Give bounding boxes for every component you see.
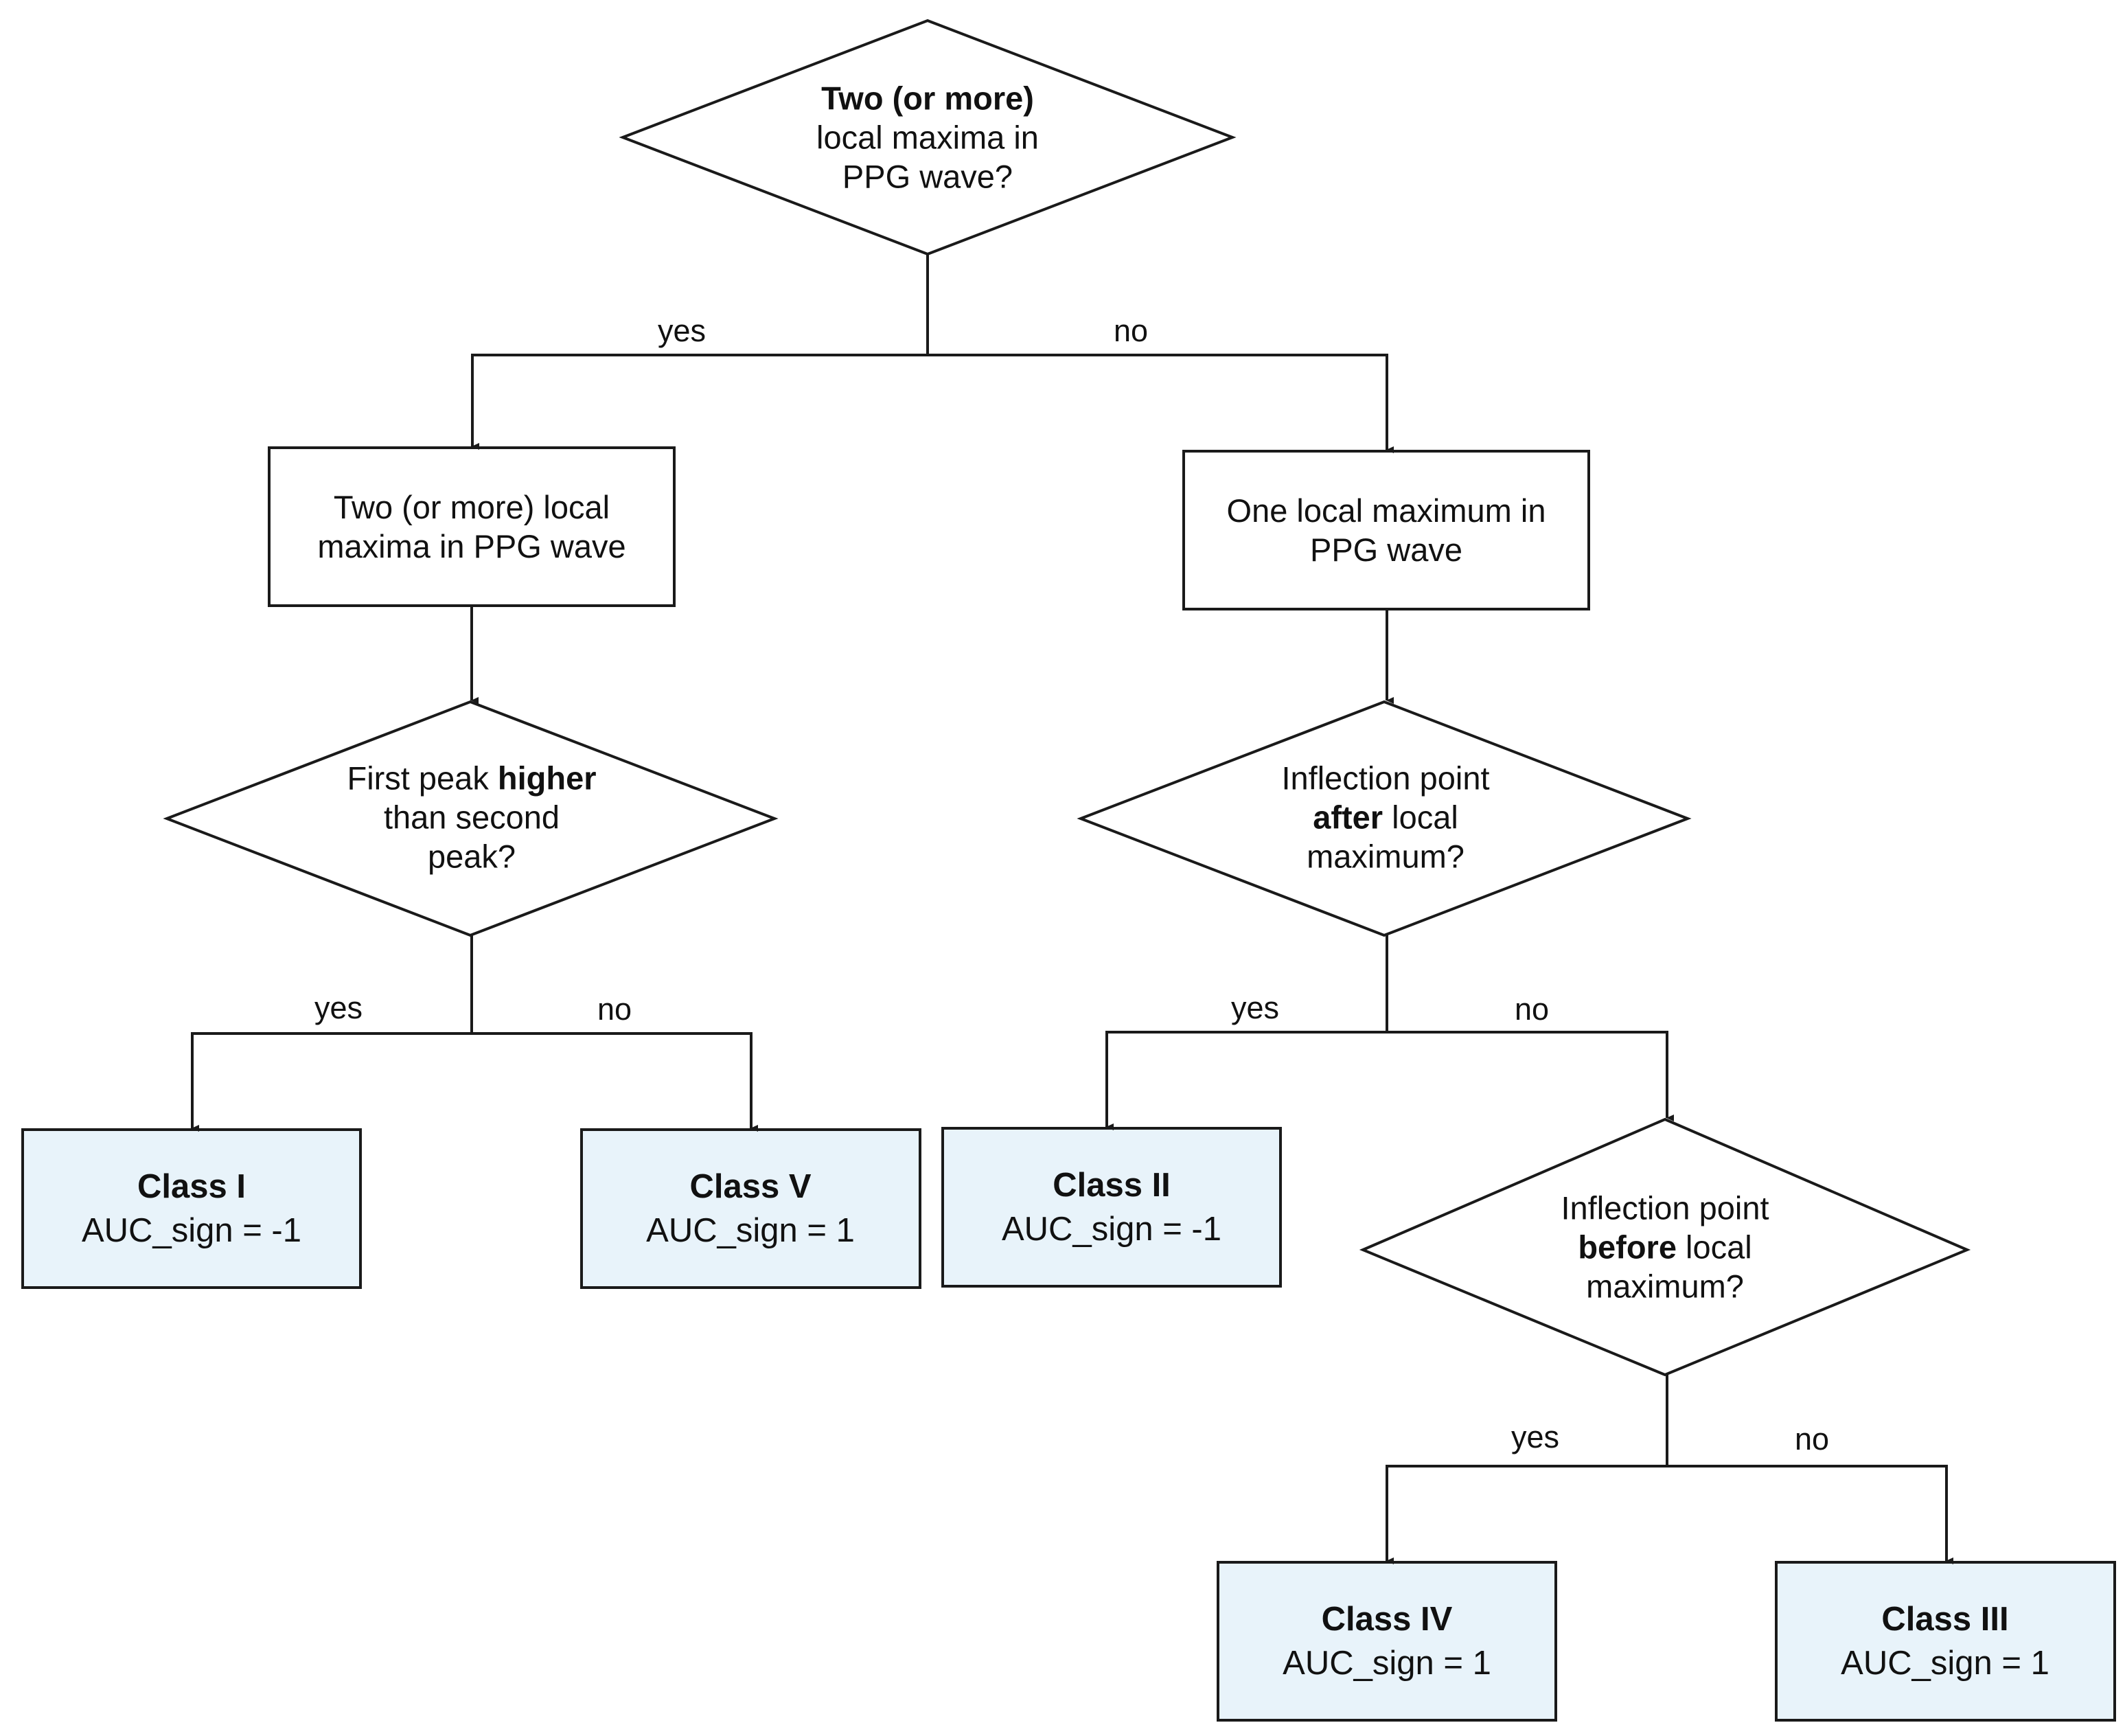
class-ii-value: AUC_sign = -1 <box>1001 1211 1222 1248</box>
class-iv-name: Class IV <box>1321 1601 1453 1638</box>
decision-first-peak-line2: than second <box>383 799 560 836</box>
decision-inflection-before-line1: Inflection point <box>1561 1189 1769 1226</box>
edge-label-yes-inflection-before: yes <box>1511 1419 1560 1454</box>
connector-first-peak-yes <box>191 1032 472 1132</box>
decision-inflection-after-bold: after <box>1313 799 1383 836</box>
class-iv-value: AUC_sign = 1 <box>1283 1645 1491 1682</box>
decision-diamond-inflection-after <box>1077 700 1692 937</box>
edge-label-no-first-peak: no <box>597 992 632 1027</box>
process-one-maximum-line1: One local maximum in <box>1226 492 1546 529</box>
decision-inflection-before-line2b: local <box>1676 1229 1752 1266</box>
edge-label-no-inflection-before: no <box>1794 1421 1830 1457</box>
process-two-maxima-line2: maxima in PPG wave <box>317 528 626 564</box>
process-one-maximum-text: One local maximum in PPG wave <box>1227 491 1546 569</box>
decision-inflection-before-text: Inflection point before local maximum? <box>1561 1189 1769 1306</box>
class-iii-value: AUC_sign = 1 <box>1841 1645 2049 1682</box>
decision-inflection-after-line2b: local <box>1383 799 1458 836</box>
class-iii-text: Class III AUC_sign = 1 <box>1841 1597 2049 1685</box>
edge-label-yes-top: yes <box>657 313 707 348</box>
class-i-value: AUC_sign = -1 <box>81 1212 302 1249</box>
class-iii-name: Class III <box>1881 1601 2009 1638</box>
connector-inflection-before-yes <box>1386 1465 1667 1564</box>
decision-two-maxima-line3: PPG wave? <box>842 158 1013 195</box>
edge-label-yes-inflection-after: yes <box>1230 990 1280 1025</box>
process-two-maxima-text: Two (or more) local maxima in PPG wave <box>317 488 625 566</box>
decision-inflection-after-line3: maximum? <box>1307 838 1464 875</box>
class-v-value: AUC_sign = 1 <box>646 1212 855 1249</box>
decision-two-maxima-bold: Two (or more) <box>821 80 1034 117</box>
process-two-maxima-line1: Two (or more) local <box>333 489 610 525</box>
class-ii-text: Class II AUC_sign = -1 <box>1002 1163 1221 1251</box>
decision-first-peak-line1a: First peak <box>347 760 498 797</box>
connector-inflection-after-no <box>1387 1031 1674 1121</box>
connector-inflection-after-yes <box>1105 1031 1387 1130</box>
edge-label-no-inflection-after: no <box>1514 992 1550 1027</box>
class-v-text: Class V AUC_sign = 1 <box>646 1165 855 1253</box>
class-i-name: Class I <box>137 1168 246 1205</box>
connector-inflection-before-no <box>1667 1465 1953 1564</box>
connector-first-peak-no <box>472 1032 758 1132</box>
class-box-iv <box>1217 1561 1557 1722</box>
class-ii-name: Class II <box>1053 1167 1171 1204</box>
decision-first-peak-text: First peak higher than second peak? <box>347 759 596 876</box>
edge-label-yes-first-peak: yes <box>314 990 363 1025</box>
connector-top-branch <box>471 354 1394 453</box>
decision-first-peak-bold: higher <box>497 760 597 797</box>
class-box-iii <box>1775 1561 2116 1722</box>
class-v-name: Class V <box>689 1168 812 1205</box>
class-iv-text: Class IV AUC_sign = 1 <box>1283 1597 1491 1685</box>
decision-first-peak-line3: peak? <box>427 838 516 875</box>
decision-inflection-before-line3: maximum? <box>1586 1268 1744 1305</box>
process-one-maximum-line2: PPG wave <box>1309 532 1463 568</box>
edge-label-no-top: no <box>1113 313 1149 348</box>
decision-inflection-after-text: Inflection point after local maximum? <box>1281 759 1489 876</box>
decision-inflection-after-line1: Inflection point <box>1281 760 1490 797</box>
decision-inflection-before-bold: before <box>1578 1229 1677 1266</box>
class-i-text: Class I AUC_sign = -1 <box>82 1165 301 1253</box>
decision-two-maxima-text: Two (or more) local maxima in PPG wave? <box>816 79 1039 196</box>
decision-two-maxima-line2: local maxima in <box>816 119 1039 156</box>
decision-diamond-inflection-before <box>1359 1117 1971 1377</box>
